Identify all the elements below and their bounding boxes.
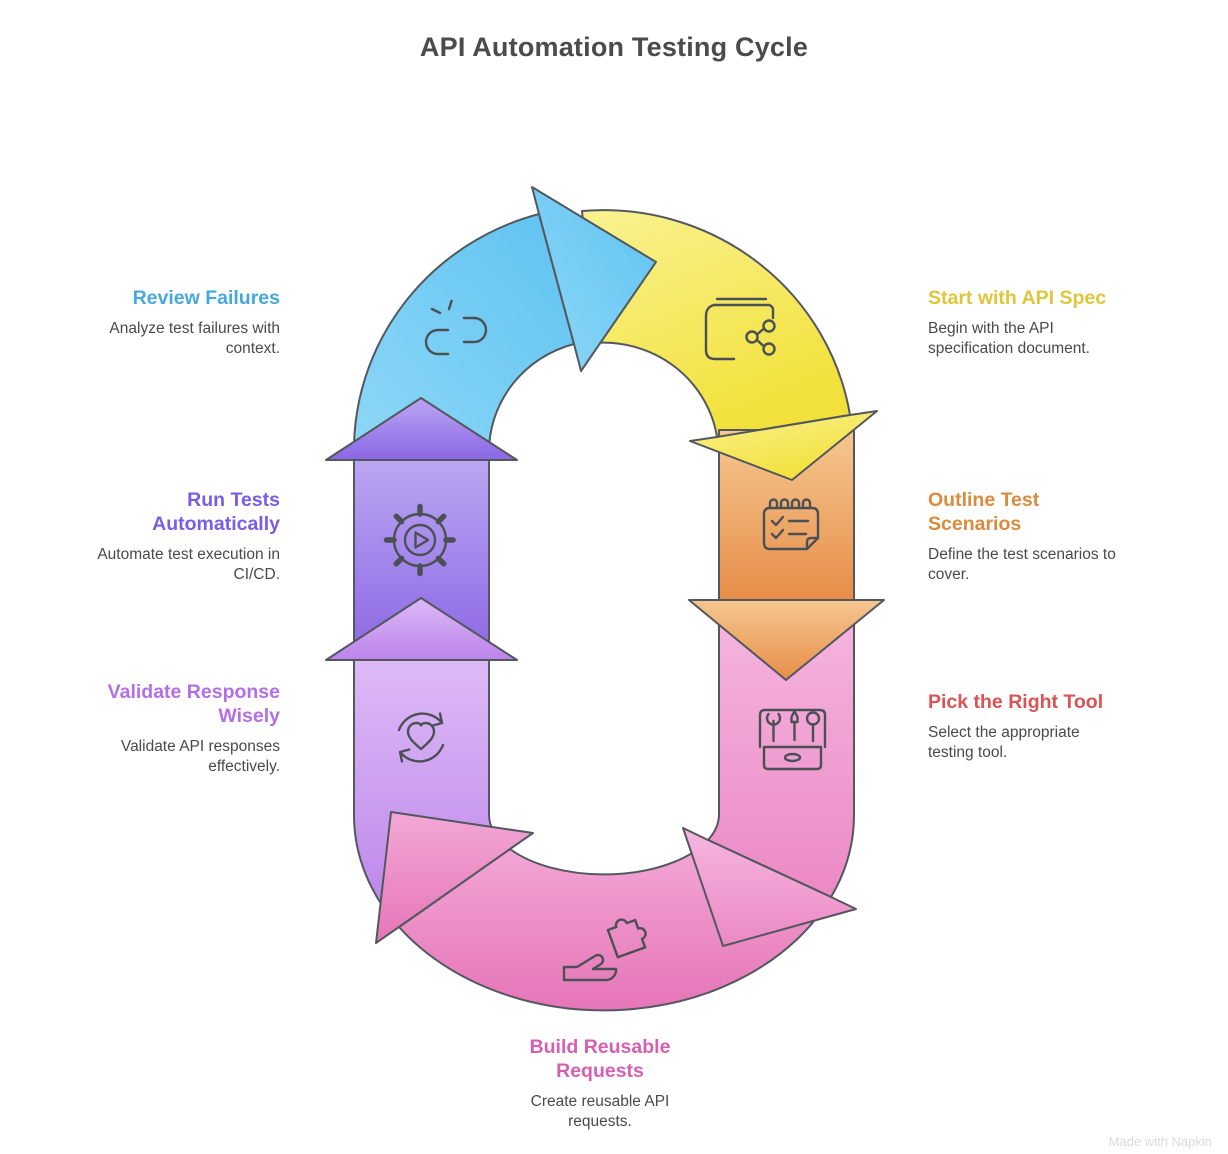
step-pick-the-right-tool: Pick the Right Tool Select the appropria… <box>928 691 1178 764</box>
arrowhead-orange <box>688 599 885 681</box>
step-label: Start with API Spec <box>928 287 1107 309</box>
step-label: Review Failures <box>132 287 280 309</box>
api-spec-book-icon <box>704 297 776 361</box>
arrowhead-pink-right <box>682 827 857 947</box>
arrowhead-purple <box>325 397 518 461</box>
step-label: Outline Test Scenarios <box>928 489 1040 535</box>
step-run-tests-automatically: Run Tests Automatically Automate test ex… <box>40 489 280 585</box>
broken-link-icon <box>424 299 488 356</box>
arrowhead-blue <box>531 186 657 372</box>
page-title: API Automation Testing Cycle <box>419 32 809 62</box>
arrow-heads <box>325 186 885 947</box>
toolbox-icon <box>758 708 827 771</box>
step-label: Validate Response Wisely <box>107 681 280 727</box>
arrowhead-violet <box>325 597 518 661</box>
gear-play-icon <box>383 503 456 577</box>
cycle-icons <box>383 297 827 982</box>
heart-refresh-icon <box>397 712 445 763</box>
arrowhead-pink-bottom <box>375 811 534 944</box>
step-label: Run Tests Automatically <box>152 489 280 535</box>
step-description: Analyze test failures with context. <box>109 319 280 358</box>
step-validate-response-wisely: Validate Response Wisely Validate API re… <box>40 681 280 777</box>
hand-puzzle-icon <box>562 918 647 982</box>
watermark: Made with Napkin <box>1108 1134 1212 1149</box>
checklist-icon <box>762 498 820 551</box>
step-label: Pick the Right Tool <box>928 691 1104 713</box>
step-build-reusable-requests: Build Reusable Requests Create reusable … <box>468 1036 732 1132</box>
step-description: Select the appropriate testing tool. <box>928 723 1080 762</box>
arrowhead-yellow <box>689 410 878 481</box>
step-description: Automate test execution in CI/CD. <box>97 545 280 584</box>
step-label: Build Reusable Requests <box>529 1036 671 1082</box>
step-description: Define the test scenarios to cover. <box>928 545 1116 584</box>
step-description: Validate API responses effectively. <box>120 737 280 776</box>
step-description: Create reusable API requests. <box>530 1092 670 1131</box>
step-outline-test-scenarios: Outline Test Scenarios Define the test s… <box>928 489 1178 585</box>
arrow-segment-pick-the-right-tool <box>707 599 856 898</box>
step-description: Begin with the API specification documen… <box>928 319 1090 358</box>
arrow-segment-review-failures <box>352 213 575 456</box>
step-start-with-api-spec: Start with API Spec Begin with the API s… <box>928 287 1178 360</box>
step-review-failures: Review Failures Analyze test failures wi… <box>40 287 280 360</box>
